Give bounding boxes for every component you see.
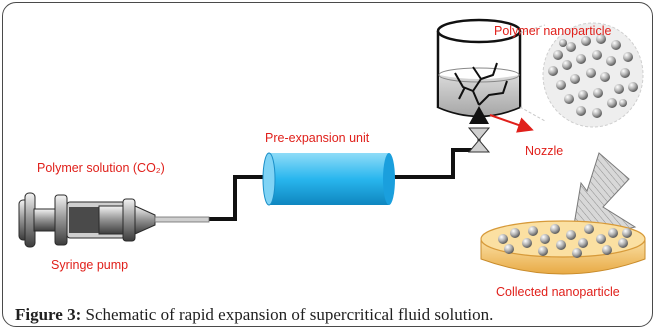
- polymer-solution-label: Polymer solution (CO₂): [37, 161, 165, 175]
- particle-cloud-icon: [519, 22, 644, 128]
- valve-icon: [467, 127, 491, 153]
- polymer-nanoparticle-label: Polymer nanoparticle: [494, 24, 611, 38]
- pre-expansion-unit-label: Pre-expansion unit: [265, 131, 370, 145]
- collected-nanoparticle-label: Collected nanoparticle: [496, 285, 620, 299]
- expansion-vessel-icon: [436, 18, 522, 118]
- nozzle-icon: [469, 106, 489, 124]
- tubing-line: [209, 148, 479, 221]
- figure-frame: Polymer solution (CO₂) Syringe pump Pre-…: [2, 2, 653, 327]
- caption-label: Figure 3:: [15, 305, 82, 324]
- nozzle-pointer-arrow: [489, 114, 534, 133]
- nozzle-label: Nozzle: [525, 144, 563, 158]
- caption-text: Schematic of rapid expansion of supercri…: [81, 305, 494, 324]
- syringe-pump-label: Syringe pump: [51, 258, 128, 272]
- collection-dish-icon: [480, 220, 646, 275]
- syringe-icon: [18, 192, 210, 248]
- pre-expansion-cylinder-icon: [262, 152, 395, 206]
- figure-caption: Figure 3: Schematic of rapid expansion o…: [15, 305, 493, 325]
- resfs-schematic: Polymer solution (CO₂) Syringe pump Pre-…: [18, 18, 646, 299]
